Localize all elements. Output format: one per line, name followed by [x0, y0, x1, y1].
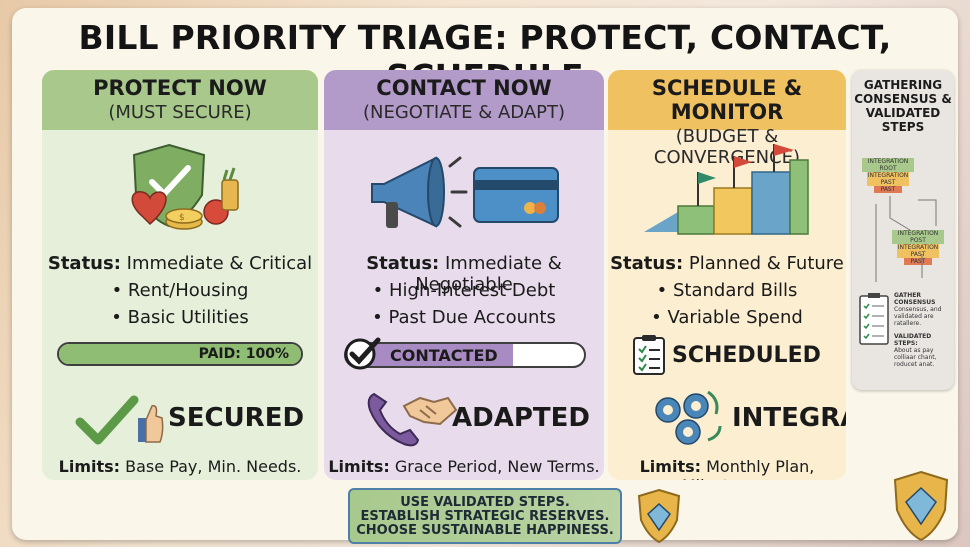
bullet-item: • Basic Utilities [111, 307, 249, 328]
limits-label: Limits: [58, 457, 121, 476]
limits-line: Limits: Grace Period, New Terms. [324, 457, 604, 476]
limits-line: Limits: Monthly Plan, Milestones. [608, 457, 846, 480]
panel-heading: CONTACT NOW [376, 76, 552, 100]
funnel-bottom: INTEGRATION POST INTEGRATION PAST PAST [892, 230, 944, 265]
bullet-item: • Standard Bills [656, 280, 798, 301]
status-value: Planned & Future [688, 253, 844, 274]
bullet-item: • Variable Spend [651, 307, 803, 328]
shield-gem-icon [637, 488, 681, 544]
svg-text:$: $ [179, 213, 185, 223]
status-value: Immediate & Negotiable [415, 253, 562, 295]
panel-heading: SCHEDULE & MONITOR [651, 76, 803, 124]
bullet-item: • Rent/Housing [111, 280, 249, 301]
limits-value: Base Pay, Min. Needs. [125, 457, 302, 476]
result-text: ADAPTED [452, 403, 590, 433]
bullet-item: • Past Due Accounts [372, 307, 556, 328]
phone-handshake-icon [367, 392, 458, 447]
contacted-progress-bar: CONTACTED [344, 342, 586, 368]
status-label: Status: [47, 253, 121, 274]
status-label: Status: [366, 253, 440, 274]
panel-subheading: (BUDGET & CONVERGENCE) [653, 126, 801, 168]
bottom-banner: USE VALIDATED STEPS. ESTABLISH STRATEGIC… [348, 488, 622, 544]
flow-arrows-icon [875, 196, 937, 282]
limits-label: Limits: [328, 457, 390, 476]
panel-subheading: (MUST SECURE) [108, 102, 252, 123]
banner-line: ESTABLISH STRATEGIC RESERVES. [360, 509, 610, 524]
checkmark-thumbs-up-icon [75, 395, 164, 445]
progress-fill [59, 344, 301, 364]
panel-protect: PROTECT NOW (MUST SECURE) $ Status: Imme… [42, 70, 318, 480]
panel-schedule: SCHEDULE & MONITOR (BUDGET & CONVERGENCE… [608, 70, 846, 480]
sidebar-title: GATHERING CONSENSUS & VALIDATED STEPS [854, 78, 952, 134]
limits-line: Limits: Base Pay, Min. Needs. [42, 457, 318, 476]
progress-fill [346, 344, 513, 366]
panel-header: SCHEDULE & MONITOR (BUDGET & CONVERGENCE… [608, 70, 846, 168]
progress-label: CONTACTED [390, 346, 498, 365]
result-text: SECURED [168, 403, 305, 433]
gather-note: GATHER CONSENSUS Consensus, and validate… [894, 292, 952, 368]
paid-progress-bar: PAID: 100% [57, 342, 303, 366]
panel-header: CONTACT NOW (NEGOTIATE & ADAPT) [324, 70, 604, 130]
funnel-top: INTEGRATION ROOT INTEGRATION PAST PAST [862, 158, 914, 193]
panel-heading: PROTECT NOW [93, 76, 267, 100]
consensus-sidebar: GATHERING CONSENSUS & VALIDATED STEPS IN… [852, 70, 954, 390]
panel-contact: CONTACT NOW (NEGOTIATE & ADAPT) Status: … [324, 70, 604, 480]
funnel-label: PAST [874, 186, 902, 193]
status-line: Status: Immediate & Negotiable [324, 253, 604, 295]
progress-label: PAID: 100% [198, 346, 289, 362]
validated-text: About as pay colliaar chant, roducet ana… [894, 347, 937, 368]
validated-title: VALIDATED STEPS: [894, 333, 932, 347]
status-line: Status: Immediate & Critical [42, 253, 318, 274]
result-text: INTEGRATED [732, 403, 846, 433]
limits-value: Monthly Plan, Milestones. [682, 457, 815, 480]
status-line: Status: Planned & Future [608, 253, 846, 274]
banner-line: USE VALIDATED STEPS. [400, 495, 570, 510]
clipboard-icon [859, 293, 889, 345]
funnel-label: PAST [904, 258, 932, 265]
bullet-item: • High-Interest Debt [372, 280, 556, 301]
scheduled-label: SCHEDULED [672, 343, 821, 368]
status-value: Immediate & Critical [126, 253, 313, 274]
status-label: Status: [610, 253, 684, 274]
panel-header: PROTECT NOW (MUST SECURE) [42, 70, 318, 130]
limits-value: Grace Period, New Terms. [394, 457, 600, 476]
shield-gem-icon [893, 470, 949, 542]
banner-line: CHOOSE SUSTAINABLE HAPPINESS. [356, 523, 614, 538]
checklist-clipboard-icon [633, 335, 665, 375]
funnel-label: INTEGRATION POST [892, 230, 944, 244]
rising-steps-flags-icon [644, 144, 809, 235]
shield-heart-money-icon: $ [131, 143, 239, 230]
gears-icon [655, 390, 722, 445]
gather-text: Consensus, and validated are ratallere. [894, 306, 942, 327]
funnel-label: INTEGRATION ROOT [862, 158, 914, 172]
limits-label: Limits: [639, 457, 702, 476]
funnel-label: INTEGRATION PAST [897, 244, 939, 258]
megaphone-credit-card-icon [371, 156, 559, 228]
check-icon [344, 337, 381, 370]
gather-title: GATHER CONSENSUS [894, 292, 936, 306]
panel-subheading: (NEGOTIATE & ADAPT) [362, 102, 566, 123]
funnel-label: INTEGRATION PAST [867, 172, 909, 186]
